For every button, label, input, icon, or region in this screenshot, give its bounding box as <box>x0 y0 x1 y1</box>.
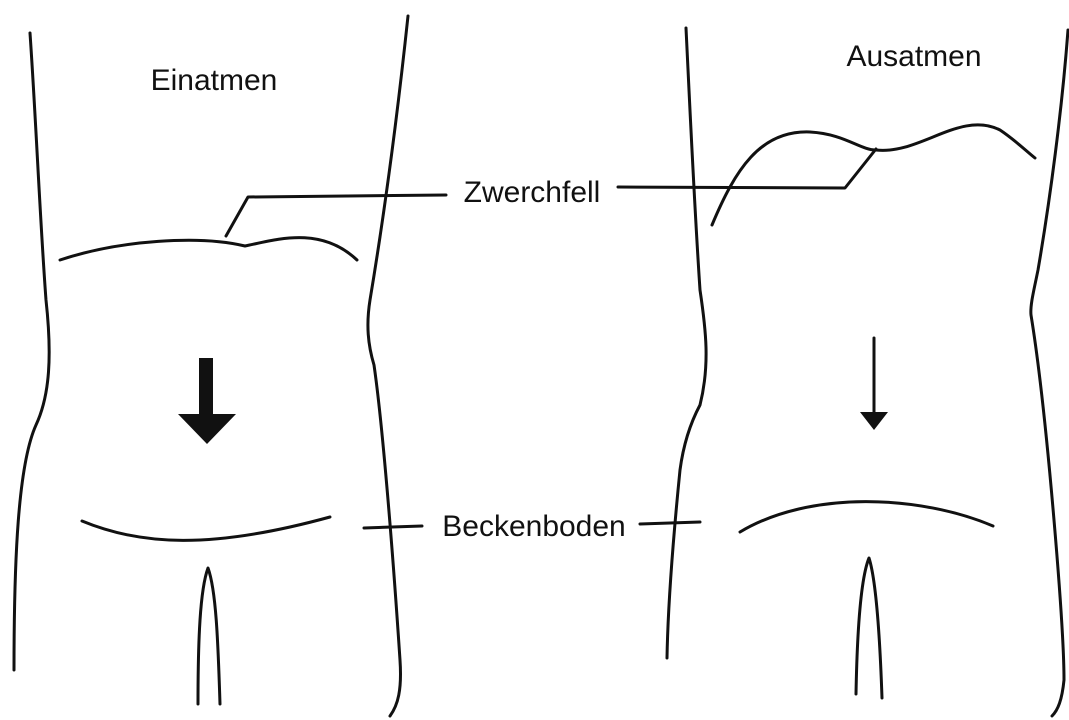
inhale-pelvic-floor-curve <box>82 517 330 540</box>
diaphragm-label: Zwerchfell <box>464 176 601 209</box>
inhale-downward-arrow <box>178 358 236 444</box>
exhale-downward-arrow <box>860 338 888 430</box>
exhale-figure <box>667 28 1068 716</box>
inhale-leg-gap <box>198 568 220 704</box>
exhale-torso-left-outline <box>667 28 706 658</box>
diaphragm-leader-right <box>618 149 876 188</box>
inhale-diaphragm-curve <box>60 238 357 260</box>
pelvic-floor-leader-left <box>364 526 422 528</box>
diaphragm-leader-left <box>226 195 446 236</box>
inhale-title: Einatmen <box>151 64 278 97</box>
inhale-torso-left-outline <box>14 33 49 670</box>
pelvic-floor-label: Beckenboden <box>442 510 626 543</box>
exhale-diaphragm-curve <box>712 125 1035 225</box>
exhale-title: Ausatmen <box>846 40 981 73</box>
exhale-pelvic-floor-curve <box>740 502 993 532</box>
exhale-leg-gap <box>856 558 882 698</box>
pelvic-floor-leader-right <box>640 522 700 524</box>
exhale-torso-right-outline <box>1031 30 1068 716</box>
inhale-figure <box>14 16 408 716</box>
inhale-torso-right-outline <box>368 16 408 716</box>
